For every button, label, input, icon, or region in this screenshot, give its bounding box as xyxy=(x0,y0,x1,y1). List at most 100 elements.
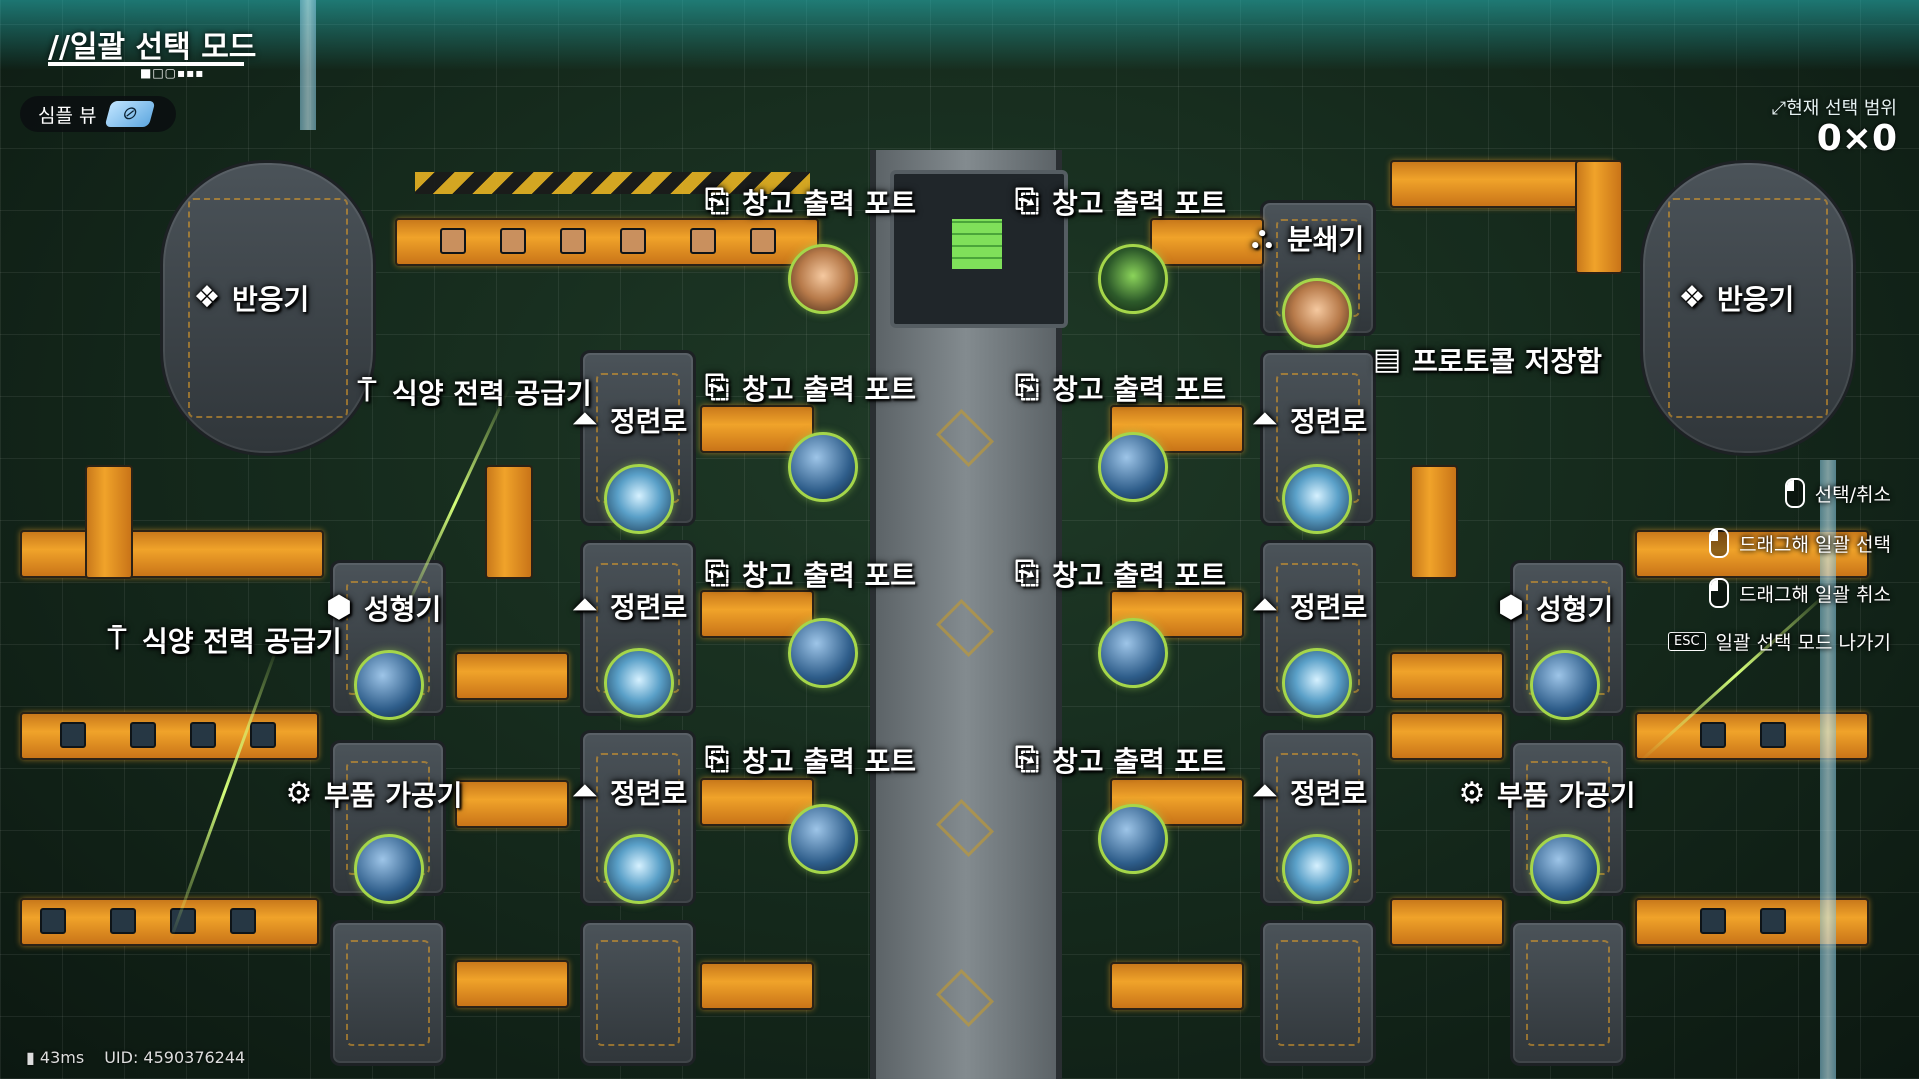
label-refinery-2[interactable]: ⏶ 정련로 xyxy=(568,586,687,626)
conveyor-belt[interactable] xyxy=(455,960,569,1008)
recipe-orb[interactable] xyxy=(354,650,424,720)
recipe-orb[interactable] xyxy=(604,834,674,904)
label-reactor-left[interactable]: ❖ 반응기 xyxy=(190,278,310,318)
recipe-orb[interactable] xyxy=(788,244,858,314)
belt-item xyxy=(690,228,716,254)
recipe-orb[interactable] xyxy=(1282,278,1352,348)
label-port-8[interactable]: ⎘ 창고 출력 포트 xyxy=(1010,740,1226,780)
simple-view-toggle[interactable]: 심플 뷰 ⊘ xyxy=(20,96,176,132)
recipe-orb[interactable] xyxy=(1098,432,1168,502)
label-refinery-5[interactable]: ⏶ 정련로 xyxy=(1248,586,1367,626)
label-power-supply-1[interactable]: ⍑ 식양 전력 공급기 xyxy=(350,372,592,412)
recipe-orb[interactable] xyxy=(1530,834,1600,904)
recipe-orb[interactable] xyxy=(1098,618,1168,688)
storage-icon: ▤ xyxy=(1372,342,1402,377)
conveyor-belt[interactable] xyxy=(455,652,569,700)
label-parts-right[interactable]: ⚙ 부품 가공기 xyxy=(1455,774,1636,814)
recipe-orb[interactable] xyxy=(788,618,858,688)
conveyor-belt[interactable] xyxy=(1150,218,1264,266)
output-port-icon: ⎘ xyxy=(705,556,729,591)
lower-block[interactable] xyxy=(580,920,696,1066)
belt-item xyxy=(500,228,526,254)
output-port-icon: ⎘ xyxy=(1015,742,1039,777)
reactor-icon: ❖ xyxy=(193,280,221,315)
conveyor-belt-vertical[interactable] xyxy=(85,465,133,579)
top-glow xyxy=(0,0,1919,70)
belt-item xyxy=(1700,908,1726,934)
label-refinery-4[interactable]: ⏶ 정련로 xyxy=(1248,400,1367,440)
reactor-left-machine[interactable] xyxy=(160,160,376,456)
conveyor-belt[interactable] xyxy=(1390,898,1504,946)
belt-item xyxy=(230,908,256,934)
refinery-icon: ⏶ xyxy=(1253,774,1277,809)
recipe-orb[interactable] xyxy=(1530,650,1600,720)
power-pylon-icon: ⍑ xyxy=(108,622,126,657)
conveyor-belt-vertical[interactable] xyxy=(485,465,533,579)
label-port-5[interactable]: ⎘ 창고 출력 포트 xyxy=(700,554,916,594)
output-port-icon: ⎘ xyxy=(705,370,729,405)
hint-exit-mode[interactable]: ESC 일괄 선택 모드 나가기 xyxy=(1668,628,1891,655)
signal-icon: ▮ xyxy=(26,1048,35,1067)
label-molder-left[interactable]: ⬢ 성형기 xyxy=(322,588,441,628)
conveyor-belt[interactable] xyxy=(1390,652,1504,700)
conveyor-belt[interactable] xyxy=(1110,778,1244,826)
refinery-block[interactable] xyxy=(1260,540,1376,716)
recipe-orb[interactable] xyxy=(788,432,858,502)
conveyor-belt[interactable] xyxy=(1110,962,1244,1010)
conveyor-belt-vertical[interactable] xyxy=(1575,160,1623,274)
recipe-orb[interactable] xyxy=(1098,804,1168,874)
label-port-7[interactable]: ⎘ 창고 출력 포트 xyxy=(700,740,916,780)
refinery-icon: ⏶ xyxy=(1253,588,1277,623)
lower-block[interactable] xyxy=(1260,920,1376,1066)
recipe-orb[interactable] xyxy=(604,464,674,534)
belt-item xyxy=(620,228,646,254)
conveyor-belt[interactable] xyxy=(455,780,569,828)
recipe-orb[interactable] xyxy=(1282,648,1352,718)
conveyor-belt[interactable] xyxy=(1390,712,1504,760)
reactor-right-machine[interactable] xyxy=(1640,160,1856,456)
label-port-4[interactable]: ⎘ 창고 출력 포트 xyxy=(1010,368,1226,408)
label-reactor-right[interactable]: ❖ 반응기 xyxy=(1675,278,1795,318)
recipe-orb[interactable] xyxy=(1282,834,1352,904)
recipe-orb[interactable] xyxy=(604,648,674,718)
belt-item xyxy=(60,722,86,748)
hint-drag-deselect: 드래그해 일괄 취소 xyxy=(1709,578,1891,608)
belt-item xyxy=(1760,908,1786,934)
belt-item xyxy=(110,908,136,934)
output-port-icon: ⎘ xyxy=(1015,556,1039,591)
label-refinery-1[interactable]: ⏶ 정련로 xyxy=(568,400,687,440)
recipe-orb[interactable] xyxy=(788,804,858,874)
lower-block[interactable] xyxy=(1510,920,1626,1066)
molder-icon: ⬢ xyxy=(325,590,353,625)
recipe-orb[interactable] xyxy=(354,834,424,904)
recipe-orb[interactable] xyxy=(1282,464,1352,534)
label-port-6[interactable]: ⎘ 창고 출력 포트 xyxy=(1010,554,1226,594)
selection-range-value: 0×0 xyxy=(1816,118,1897,159)
label-protocol-storage[interactable]: ▤ 프로토콜 저장함 xyxy=(1370,340,1602,380)
conveyor-belt[interactable] xyxy=(700,962,814,1010)
label-molder-right[interactable]: ⬢ 성형기 xyxy=(1494,588,1613,628)
selection-range: ⤢현재 선택 범위 0×0 xyxy=(1772,94,1897,158)
lower-block[interactable] xyxy=(330,920,446,1066)
road-marking xyxy=(936,799,994,857)
recipe-orb[interactable] xyxy=(1098,244,1168,314)
label-crusher[interactable]: ⛬ 분쇄기 xyxy=(1245,218,1365,258)
label-parts-left[interactable]: ⚙ 부품 가공기 xyxy=(282,774,463,814)
conveyor-belt-vertical[interactable] xyxy=(1410,465,1458,579)
label-port-2[interactable]: ⎘ 창고 출력 포트 xyxy=(1010,182,1226,222)
crusher-icon: ⛬ xyxy=(1251,220,1273,255)
mouse-left-icon xyxy=(1784,478,1805,508)
core-hub[interactable] xyxy=(890,170,1068,328)
label-power-supply-2[interactable]: ⍑ 식양 전력 공급기 xyxy=(100,620,342,660)
label-port-3[interactable]: ⎘ 창고 출력 포트 xyxy=(700,368,916,408)
label-refinery-6[interactable]: ⏶ 정련로 xyxy=(1248,772,1367,812)
eye-off-icon: ⊘ xyxy=(105,101,156,127)
label-port-1[interactable]: ⎘ 창고 출력 포트 xyxy=(700,182,916,222)
conveyor-belt[interactable] xyxy=(20,530,324,578)
road-marking xyxy=(936,969,994,1027)
mouse-right-icon xyxy=(1709,578,1730,608)
road-marking xyxy=(936,409,994,467)
label-refinery-3[interactable]: ⏶ 정련로 xyxy=(568,772,687,812)
conveyor-belt[interactable] xyxy=(700,405,814,453)
